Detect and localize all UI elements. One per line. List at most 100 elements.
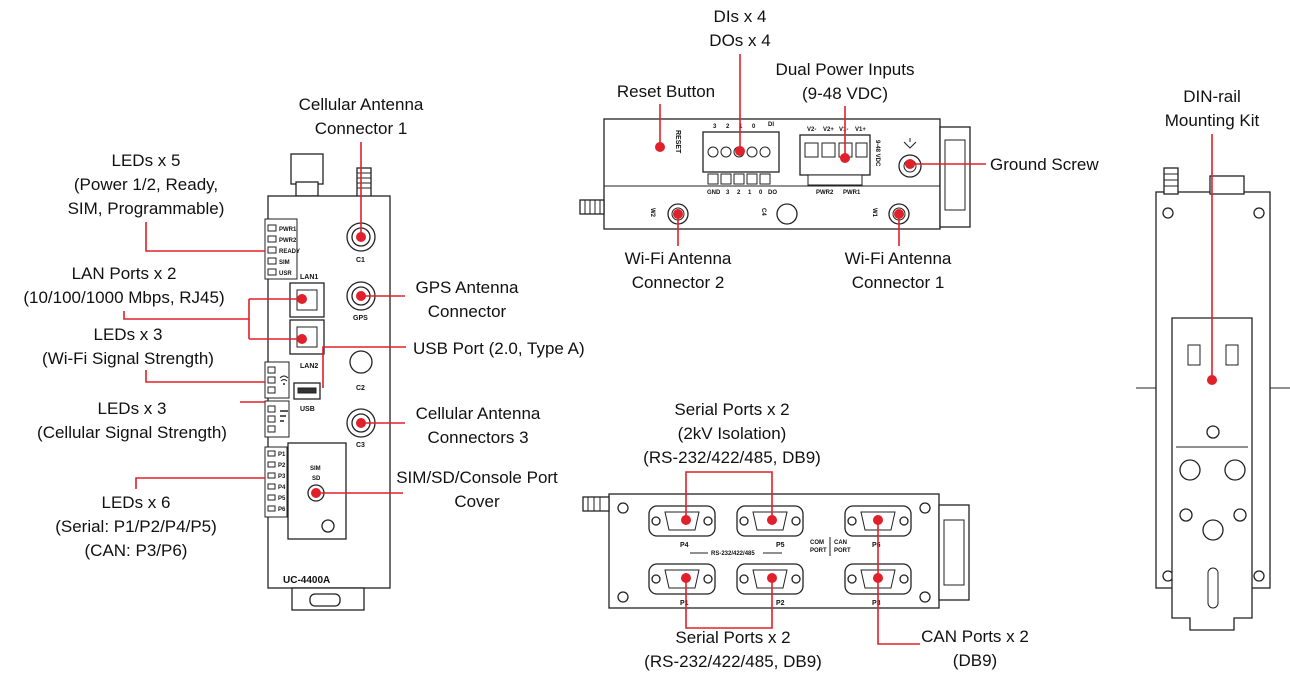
callout-can-ports: CAN Ports x 2 (DB9) (921, 627, 1029, 670)
reset-label: RESET (674, 130, 681, 154)
do-pin-0: 0 (759, 190, 763, 196)
sim-label: SIM (310, 466, 321, 472)
usb-label: USB (300, 406, 315, 413)
callout-serial-bottom-line1: Serial Ports x 2 (675, 628, 790, 647)
callout-wifi-antenna-1-line1: Wi-Fi Antenna (845, 249, 952, 268)
com-port-label: PORT (810, 548, 827, 554)
c3-label: C3 (356, 442, 365, 449)
dot-wifi-antenna-1 (894, 209, 904, 219)
dot-lan1 (297, 294, 307, 304)
callout-leds-5-line3: SIM, Programmable) (68, 199, 225, 218)
callout-reset-line1: Reset Button (617, 82, 715, 101)
callout-ground-screw: Ground Screw (990, 155, 1099, 174)
callout-leds-6: LEDs x 6 (Serial: P1/P2/P4/P5) (CAN: P3/… (55, 493, 217, 560)
dot-serial-p2 (767, 573, 777, 583)
leader-can (877, 520, 920, 645)
serial-p5-label: P5 (776, 542, 785, 549)
callout-lan-ports-line1: LAN Ports x 2 (72, 264, 177, 283)
leader-serial-top (685, 471, 773, 520)
do-pin-2: 2 (737, 190, 741, 196)
di-pin-2: 2 (726, 124, 730, 130)
callout-serial-top-line2: (2kV Isolation) (678, 424, 787, 443)
callout-wifi-antenna-2-line2: Connector 2 (632, 273, 725, 292)
callout-can-ports-line1: CAN Ports x 2 (921, 627, 1029, 646)
callout-sim-cover-line1: SIM/SD/Console Port (396, 468, 558, 487)
can-label: CAN (834, 540, 847, 546)
port-led-p4: P4 (278, 485, 286, 491)
dot-can-p3 (873, 573, 883, 583)
gnd-label: GND (707, 190, 721, 196)
callout-dual-power: Dual Power Inputs (9-48 VDC) (776, 60, 915, 103)
serial-p3-label: P3 (872, 600, 881, 607)
callout-leds-6-line1: LEDs x 6 (102, 493, 171, 512)
callout-dual-power-line1: Dual Power Inputs (776, 60, 915, 79)
model-label: UC-4400A (283, 575, 330, 586)
dot-ground-screw (905, 159, 915, 169)
led-label-pwr1: PWR1 (279, 227, 297, 233)
di-pin-3: 3 (713, 124, 717, 130)
do-pin-1: 1 (748, 190, 752, 196)
serial-p2-label: P2 (776, 600, 785, 607)
callout-leds-cellular-line1: LEDs x 3 (98, 399, 167, 418)
callout-dio-line1: DIs x 4 (714, 7, 767, 26)
callout-leds-5-line1: LEDs x 5 (112, 151, 181, 170)
callout-usb-port-line1: USB Port (2.0, Type A) (413, 339, 585, 358)
callout-dual-power-line2: (9-48 VDC) (802, 84, 888, 103)
c4-label: C4 (760, 208, 766, 216)
callout-din-rail-line2: Mounting Kit (1165, 111, 1260, 130)
dot-gps (356, 291, 366, 301)
callout-leds-cellular-line2: (Cellular Signal Strength) (37, 423, 227, 442)
callout-reset: Reset Button (617, 82, 715, 101)
dot-dual-power (840, 153, 850, 163)
callout-usb-port: USB Port (2.0, Type A) (413, 339, 585, 358)
led-label-pwr2: PWR2 (279, 238, 297, 244)
leader-leds-wifi (145, 370, 265, 383)
side-view-device (1136, 167, 1290, 631)
callout-cellular-antenna-3-line2: Connectors 3 (427, 428, 528, 447)
dot-serial-p1 (681, 573, 691, 583)
callout-wifi-antenna-2-line1: Wi-Fi Antenna (625, 249, 732, 268)
callout-dio-line2: DOs x 4 (709, 31, 770, 50)
callout-leds-wifi: LEDs x 3 (Wi-Fi Signal Strength) (42, 325, 214, 368)
pwr2-label: PWR2 (816, 190, 834, 196)
callout-gps-antenna-line2: Connector (428, 302, 507, 321)
callout-wifi-antenna-2: Wi-Fi Antenna Connector 2 (625, 249, 732, 292)
callout-serial-bottom: Serial Ports x 2 (RS-232/422/485, DB9) (644, 628, 822, 671)
callout-leds-wifi-line2: (Wi-Fi Signal Strength) (42, 349, 214, 368)
port-led-p3: P3 (278, 474, 286, 480)
port-led-p1: P1 (278, 452, 286, 458)
serial-p1-label: P1 (680, 600, 689, 607)
w1-label: W1 (871, 208, 877, 218)
di-pin-0: 0 (752, 124, 756, 130)
callout-wifi-antenna-1-line2: Connector 1 (852, 273, 945, 292)
dot-din-rail (1207, 375, 1217, 385)
can-port-label: PORT (834, 548, 851, 554)
w2-label: W2 (649, 208, 655, 218)
dot-wifi-antenna-2 (673, 209, 683, 219)
dot-lan2 (297, 334, 307, 344)
dot-can-p6 (873, 515, 883, 525)
di-label: DI (768, 122, 774, 128)
dot-serial-p4 (681, 515, 691, 525)
led-label-usr: USR (279, 271, 292, 277)
do-label: DO (768, 190, 777, 196)
callout-cellular-antenna-1-line2: Connector 1 (315, 119, 408, 138)
dot-cellular-antenna-1 (356, 232, 366, 242)
callout-leds-wifi-line1: LEDs x 3 (94, 325, 163, 344)
di-pin-1: 1 (739, 124, 743, 130)
dot-cellular-antenna-3 (356, 418, 366, 428)
callout-leds-6-line2: (Serial: P1/P2/P4/P5) (55, 517, 217, 536)
serial-p6-label: P6 (872, 542, 881, 549)
c1-label: C1 (356, 257, 365, 264)
c2-label: C2 (356, 385, 365, 392)
gps-label: GPS (353, 315, 368, 322)
pin-v2-plus: V2+ (823, 127, 834, 133)
callout-gps-antenna: GPS Antenna Connector (415, 278, 519, 321)
callout-wifi-antenna-1: Wi-Fi Antenna Connector 1 (845, 249, 952, 292)
callout-gps-antenna-line1: GPS Antenna (415, 278, 519, 297)
leader-lan (123, 311, 249, 320)
callout-leds-5-line2: (Power 1/2, Ready, (74, 175, 218, 194)
port-led-p6: P6 (278, 507, 286, 513)
led-label-sim: SIM (279, 260, 290, 266)
callout-serial-bottom-line2: (RS-232/422/485, DB9) (644, 652, 822, 671)
